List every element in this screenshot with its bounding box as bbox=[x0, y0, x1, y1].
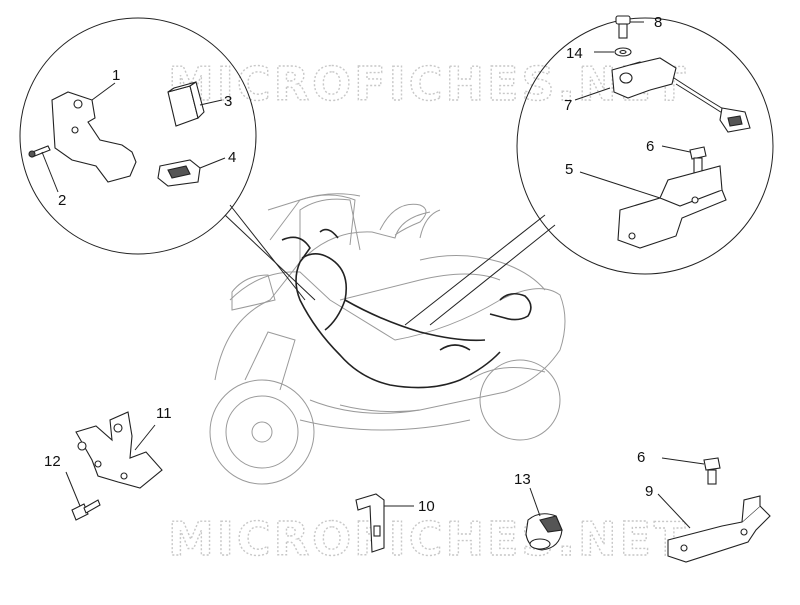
screw-part-2 bbox=[28, 145, 59, 193]
bracket-part-9 bbox=[657, 493, 771, 563]
bolt-part-8 bbox=[615, 15, 644, 39]
detail-circle-left bbox=[19, 17, 316, 301]
callout-12: 12 bbox=[44, 453, 61, 470]
callout-2: 2 bbox=[58, 192, 66, 209]
holder-part-4 bbox=[157, 157, 226, 187]
sensor-part-7 bbox=[574, 57, 751, 133]
watermark-top: MICROFICHES.NET bbox=[168, 57, 688, 111]
callout-9: 9 bbox=[645, 483, 653, 500]
callout-11: 11 bbox=[156, 405, 172, 422]
callout-1: 1 bbox=[112, 67, 120, 84]
bolt-part-6-bottom bbox=[661, 457, 721, 485]
callout-13: 13 bbox=[514, 471, 531, 488]
callout-10: 10 bbox=[418, 498, 435, 515]
watermark-bottom: MICROFICHES.NET bbox=[168, 512, 688, 566]
detail-circle-right bbox=[404, 17, 774, 326]
washer-part-14 bbox=[594, 47, 632, 57]
bracket-part-11 bbox=[75, 411, 163, 489]
motorcycle-illustration bbox=[209, 193, 566, 485]
callout-6-bottom: 6 bbox=[637, 449, 645, 466]
bolt-part-6-top bbox=[661, 145, 707, 175]
callout-4: 4 bbox=[228, 149, 236, 166]
callout-3: 3 bbox=[224, 93, 232, 110]
callout-8: 8 bbox=[654, 14, 662, 31]
bracket-part-1 bbox=[51, 82, 137, 183]
bracket-part-10 bbox=[355, 493, 414, 553]
screw-part-12 bbox=[65, 471, 101, 521]
wiring-harness bbox=[281, 228, 532, 389]
callout-5: 5 bbox=[565, 161, 573, 178]
callout-6-top: 6 bbox=[646, 138, 654, 155]
callout-7: 7 bbox=[564, 97, 572, 114]
relay-part-3 bbox=[167, 81, 223, 127]
bracket-part-5 bbox=[579, 165, 727, 249]
callout-14: 14 bbox=[566, 45, 583, 62]
clip-part-13 bbox=[525, 487, 563, 551]
